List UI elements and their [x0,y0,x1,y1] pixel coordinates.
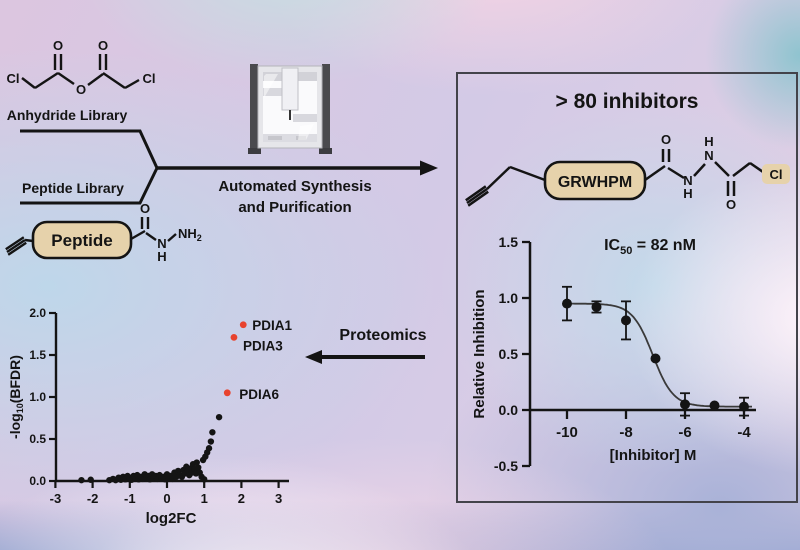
highlighted-point [239,321,247,329]
synthesizer-icon [248,64,332,154]
data-point [207,438,215,445]
point-label: PDIA3 [243,338,283,353]
x-tick-label: 3 [275,491,282,506]
x-tick-label: -3 [50,491,62,506]
volcano-plot: 0.0 0.5 1.0 1.5 2.0 -3 -2 -1 0 1 2 3 log2FC -log10(BF… [7,306,293,527]
x-tick-label: -8 [619,424,632,441]
y-label-pre: -log [7,413,23,439]
nh-text: NH [178,226,197,241]
highlighted-point [223,389,231,397]
data-point [591,301,602,312]
data-point [193,459,200,466]
atom-label-h: H [704,134,713,149]
x-tick-label: 0 [163,491,170,506]
y-tick-label: 1.0 [29,390,46,404]
y-tick-label: 1.5 [499,234,519,250]
ic50-title: IC50 = 82 nM [604,237,696,257]
x-tick-label: -10 [556,424,578,441]
point-label: PDIA1 [252,318,292,333]
anhydride-structure [21,54,140,90]
y-tick-label: 0.5 [29,432,46,446]
y-tick-label: -0.5 [494,458,518,474]
x-tick-label: -4 [737,424,751,441]
inhibitor-count-title: > 80 inhibitors [555,90,699,113]
highlighted-point [230,333,238,341]
anhydride-library-label: Anhydride Library [7,107,128,123]
y-label-sub: 10 [15,403,25,413]
atom-label-cl: Cl [143,71,156,86]
proteomics-label: Proteomics [339,327,426,344]
x-tick-label: -2 [87,491,99,506]
x-tick-label: -6 [678,424,691,441]
peptide-pill [31,220,133,260]
x-axis-label: [Inhibitor] M [610,447,697,464]
grwhpm-pill-label: GRWHPM [558,174,632,191]
data-point [205,445,213,452]
x-axis-label: log2FC [146,510,197,527]
atom-label-nh2: NH2 [178,226,202,243]
y-axis-label: Relative Inhibition [471,289,488,418]
inhibitor-structure: GRWHPM O N H N H O Cl [465,132,790,212]
y-tick-label: 2.0 [29,306,46,320]
synthesis-arrowhead-icon [420,160,438,176]
bracket-top-line [20,129,159,169]
atom-label-h: H [157,249,166,264]
reaction-scheme: Cl O O O Cl Anhydride Library Peptide Li… [5,38,438,264]
proteomics-arrow-group: Proteomics [305,327,427,364]
point-label: PDIA6 [239,387,279,402]
data-point [709,400,720,411]
atom-label-n: N [683,173,692,188]
grwhpm-pill [543,160,647,201]
atom-label-cl: Cl [770,167,783,182]
atom-label-o: O [53,38,63,53]
atom-label-n: N [704,148,713,163]
nh2-subscript: 2 [197,233,202,243]
data-point [562,298,572,309]
peptide-hydrazide-structure [5,217,177,256]
data-point [680,399,690,410]
atom-label-cl: Cl [7,71,20,86]
y-tick-label: 0.0 [29,474,46,488]
data-point [87,476,94,483]
cl-highlight [762,164,790,184]
x-tick-label: -1 [124,491,136,506]
bracket-bottom-line [20,167,159,205]
data-point [215,413,223,421]
data-point [78,476,85,484]
y-label-post: (BFDR) [7,355,23,403]
x-tick-label: 1 [201,491,208,506]
automated-synthesis-label: Automated Synthesis [218,178,371,195]
data-point [209,429,216,436]
y-tick-label: 1.5 [29,348,46,362]
atom-label-n: N [157,236,166,251]
y-axis-label: -log10(BFDR) [7,355,25,439]
dose-response-plot: -0.5 0.0 0.5 1.0 1.5 -10 -8 -6 -4 [Inhibitor] M Re… [471,234,756,474]
inhibitor-panel: > 80 inhibitors GRWHPM [456,72,798,503]
data-point [650,353,661,364]
ic50-title-sub: 50 [620,245,632,257]
purification-label: and Purification [238,199,351,216]
ic50-title-post: = 82 nM [632,237,696,254]
data-point [201,476,208,483]
data-point [621,315,631,326]
y-tick-label: 0.0 [499,402,519,418]
peptide-library-label: Peptide Library [22,180,124,196]
atom-label-o: O [661,132,671,147]
x-tick-label: 2 [238,491,245,506]
peptide-pill-label: Peptide [51,231,112,250]
y-tick-label: 1.0 [499,290,519,306]
data-point [195,464,202,471]
atom-label-o: O [98,38,108,53]
y-tick-label: 0.5 [499,346,519,362]
atom-label-h: H [683,186,692,201]
atom-label-o: O [76,82,86,97]
atom-label-o: O [726,197,736,212]
proteomics-arrowhead-icon [305,350,322,364]
data-point [739,401,749,412]
ic50-title-pre: IC [604,237,620,254]
atom-label-o: O [140,201,150,216]
